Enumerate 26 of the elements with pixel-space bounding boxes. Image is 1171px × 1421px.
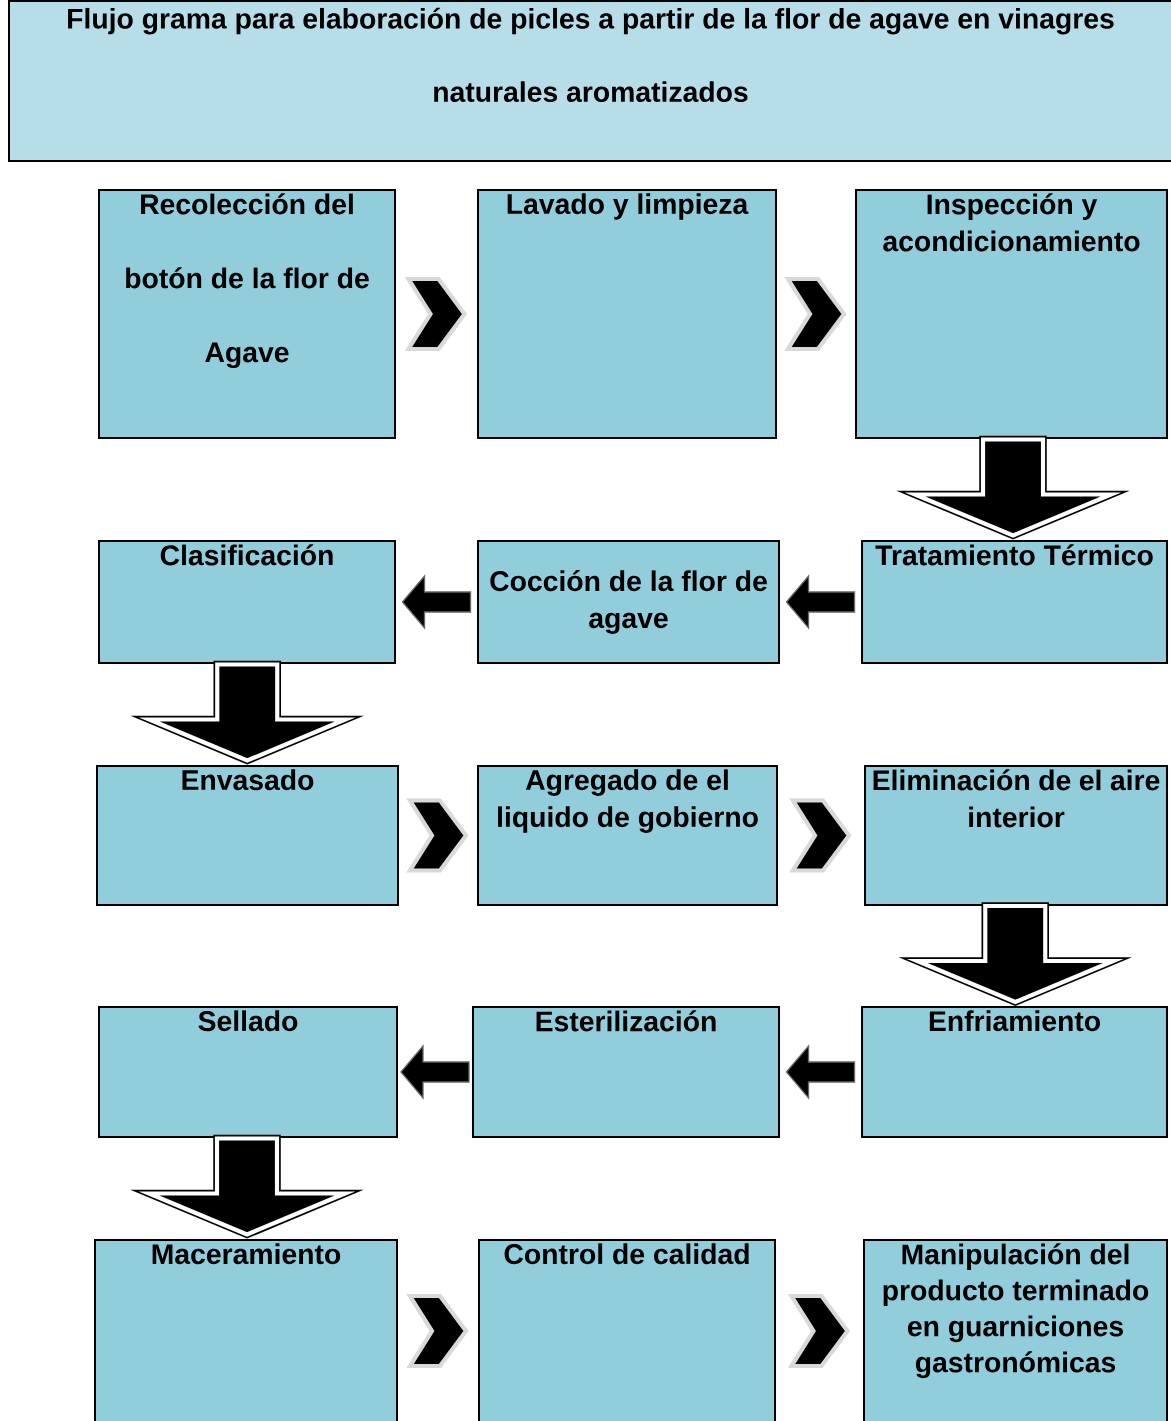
- process-box: Eliminación de el aire interior: [864, 765, 1168, 906]
- process-box: Maceramiento: [94, 1239, 398, 1421]
- process-box: Control de calidad: [478, 1239, 776, 1421]
- title-banner: Flujo grama para elaboración de picles a partir de la flor de agave en vinagres naturales aromatizados: [8, 0, 1171, 162]
- process-box: Sellado: [98, 1006, 398, 1138]
- chevron-arrow: [789, 798, 852, 873]
- process-box: Lavado y limpieza: [477, 189, 777, 439]
- block-arrow: [896, 435, 1130, 540]
- block-arrow: [130, 1134, 364, 1239]
- process-box: Manipulación del producto terminado en guarniciones gastronómicas: [863, 1239, 1168, 1421]
- process-box: Recolección del botón de la flor de Agave: [98, 189, 396, 439]
- chevron-arrow: [406, 798, 469, 873]
- process-box: Inspección y acondicionamiento: [855, 189, 1168, 439]
- chevron-arrow: [784, 276, 847, 352]
- process-box: Tratamiento Térmico: [861, 540, 1168, 664]
- chevron-arrow: [404, 276, 468, 352]
- block-arrow: [898, 902, 1132, 1007]
- process-box: Enfriamiento: [861, 1006, 1168, 1138]
- process-box: Agregado de el liquido de gobierno: [477, 765, 778, 906]
- chevron-arrow: [406, 1293, 469, 1369]
- process-box: Clasificación: [98, 540, 396, 664]
- process-box: Esterilización: [472, 1006, 780, 1138]
- process-box: Envasado: [96, 765, 399, 906]
- block-arrow: [130, 660, 364, 765]
- chevron-arrow: [787, 1293, 851, 1369]
- process-box: Cocción de la flor de agave: [477, 540, 780, 664]
